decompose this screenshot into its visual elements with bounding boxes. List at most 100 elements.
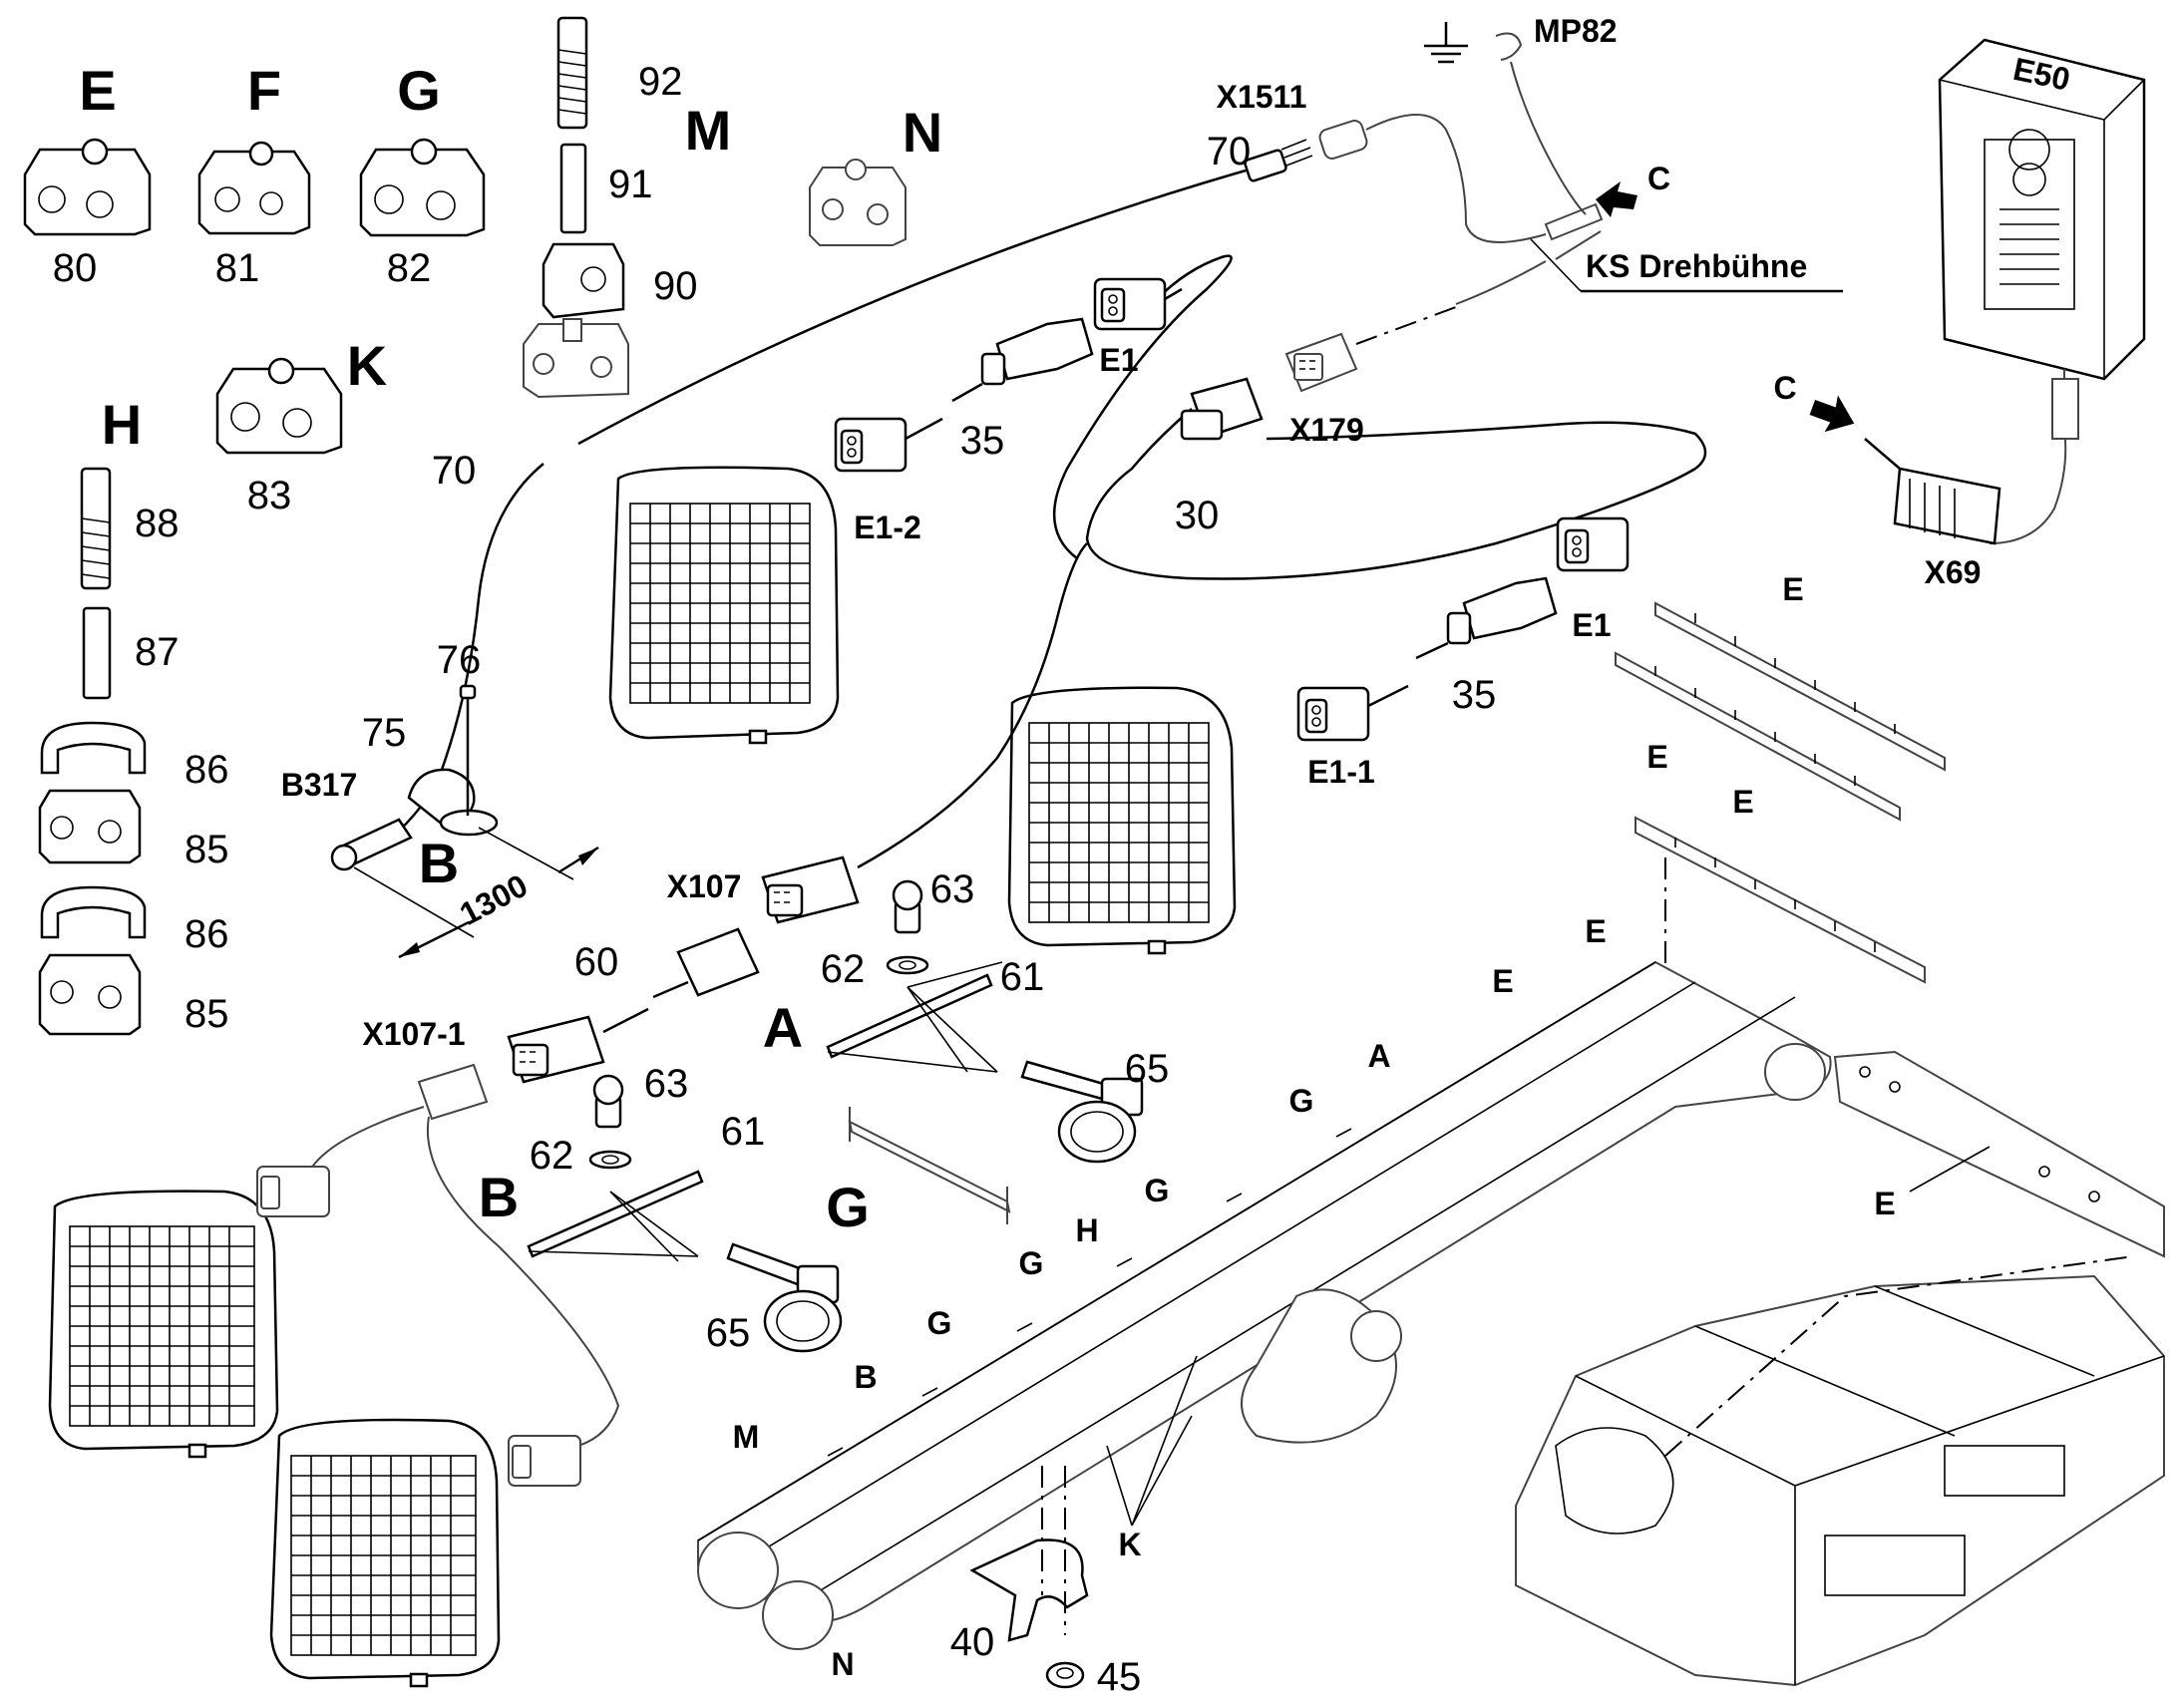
k-leaders — [1106, 1355, 1198, 1527]
clamp-m-letter: M — [685, 99, 732, 162]
callout-a-boom: A — [1367, 1038, 1390, 1074]
callout-e-arm: E — [1874, 1186, 1895, 1221]
cable-tie-65-b — [726, 1242, 843, 1353]
clamp-h-stack — [38, 467, 147, 1036]
junction-box-e50 — [1938, 38, 2146, 544]
item-87: 87 — [135, 630, 180, 674]
callout-g-boom4: G — [927, 1305, 952, 1341]
item-61-a: 61 — [1000, 955, 1045, 999]
callout-m-boom: M — [733, 1419, 760, 1455]
ground-icon — [1424, 22, 1587, 215]
arrow-c-box — [1809, 395, 1855, 433]
bracket-40 — [969, 1466, 1089, 1642]
connector-x107-1: X107-1 — [362, 1016, 465, 1052]
rail-e-3 — [1635, 816, 1926, 984]
callout-b-cable: B — [419, 832, 459, 894]
connector-e1-top — [1093, 277, 1183, 331]
nut-45 — [1045, 1661, 1085, 1689]
rail-e-2 — [1615, 651, 1901, 822]
item-70-top: 70 — [1207, 130, 1252, 173]
item-81: 81 — [215, 246, 260, 290]
work-light-top-left — [608, 466, 840, 745]
item-62-a: 62 — [821, 947, 866, 991]
bracket-kit-a — [826, 879, 1003, 1073]
bracket-bar-g — [848, 1107, 1011, 1224]
clamp-m-stack — [523, 16, 629, 399]
boom-arm — [697, 960, 1832, 1650]
callout-e-boom2: E — [1585, 913, 1606, 949]
clamp-k-letter: K — [347, 334, 387, 397]
item-82: 82 — [387, 246, 432, 290]
work-light-bottom-left — [48, 1190, 279, 1459]
connector-e1-1-label: E1-1 — [1307, 754, 1375, 790]
clamp-g-letter: G — [397, 59, 441, 122]
dimension-1300-label: 1300 — [454, 867, 534, 932]
item-70-mid: 70 — [432, 449, 477, 493]
item-35-right: 35 — [1452, 673, 1497, 717]
callout-a-kit: A — [763, 996, 803, 1059]
connector-x107-plug — [761, 542, 1088, 924]
bracket-kit-b — [527, 1074, 704, 1262]
callout-g-boom3: G — [1019, 1245, 1044, 1281]
item-80: 80 — [53, 246, 98, 290]
item-88: 88 — [135, 502, 180, 545]
connector-e1-a: E1 — [1099, 342, 1138, 378]
clamp-f-letter: F — [247, 59, 281, 122]
item-40: 40 — [950, 1620, 995, 1664]
item-60: 60 — [574, 940, 619, 984]
label-c-top: C — [1647, 161, 1670, 196]
connector-x107-1-plug — [507, 1007, 649, 1084]
chassis-frame — [1515, 1255, 2165, 1687]
connector-e1-right — [1556, 516, 1630, 572]
clamp-e-letter: E — [79, 59, 116, 122]
item-86-a: 86 — [184, 748, 229, 792]
connector-e1-2-label: E1-2 — [854, 510, 921, 545]
item-65-a: 65 — [1125, 1047, 1170, 1091]
cable-tie-65-a — [1020, 1060, 1144, 1164]
clamp-n — [809, 159, 907, 246]
clamp-n-letter: N — [903, 101, 942, 164]
callout-e-rail1: E — [1782, 571, 1803, 607]
label-c-box: C — [1773, 370, 1796, 406]
label-ks-drehbuehne: KS Drehbühne — [1586, 248, 1807, 284]
connector-x1511: X1511 — [1217, 79, 1307, 115]
callout-g-boom2: G — [1145, 1173, 1170, 1208]
callout-g-bar: G — [826, 1176, 870, 1238]
clamp-e-80 — [23, 138, 152, 236]
cable-x1511-socket — [1318, 114, 1604, 305]
clamp-k-83 — [215, 357, 343, 455]
cable-30 — [1052, 254, 1707, 580]
item-92: 92 — [638, 60, 683, 104]
item-62-b: 62 — [530, 1134, 574, 1178]
callout-e-rail2: E — [1646, 739, 1667, 775]
callout-e-rail3: E — [1732, 784, 1753, 820]
arm-bracket-e — [1833, 1050, 2165, 1258]
connector-b317: B317 — [281, 767, 358, 803]
item-85-b: 85 — [184, 992, 229, 1036]
cable-x107-1-harness — [256, 1063, 620, 1487]
clamp-g-82 — [359, 138, 486, 237]
work-light-center — [1007, 686, 1237, 955]
callout-b-boom: B — [854, 1359, 877, 1395]
item-63-b: 63 — [644, 1062, 689, 1106]
work-light-bottom-center — [269, 1418, 501, 1688]
arrow-c-top — [1596, 181, 1637, 217]
item-86-b: 86 — [184, 912, 229, 956]
item-91: 91 — [608, 163, 653, 206]
connector-x69-plug — [1864, 438, 2001, 545]
item-85-a: 85 — [184, 828, 229, 871]
callout-k-boom: K — [1118, 1527, 1141, 1562]
connector-x107: X107 — [667, 868, 742, 904]
callout-e-boom1: E — [1492, 963, 1513, 999]
connector-mp82: MP82 — [1534, 13, 1618, 49]
item-30: 30 — [1175, 494, 1220, 537]
item-63-a: 63 — [930, 867, 975, 911]
adapter-35-right — [1415, 576, 1558, 660]
dimension-1300 — [353, 827, 599, 959]
connector-x69: X69 — [1925, 554, 1982, 590]
item-83: 83 — [247, 474, 292, 517]
ks-leader — [1530, 238, 1582, 292]
callout-g-boom1: G — [1289, 1083, 1314, 1119]
item-76: 76 — [437, 638, 482, 682]
